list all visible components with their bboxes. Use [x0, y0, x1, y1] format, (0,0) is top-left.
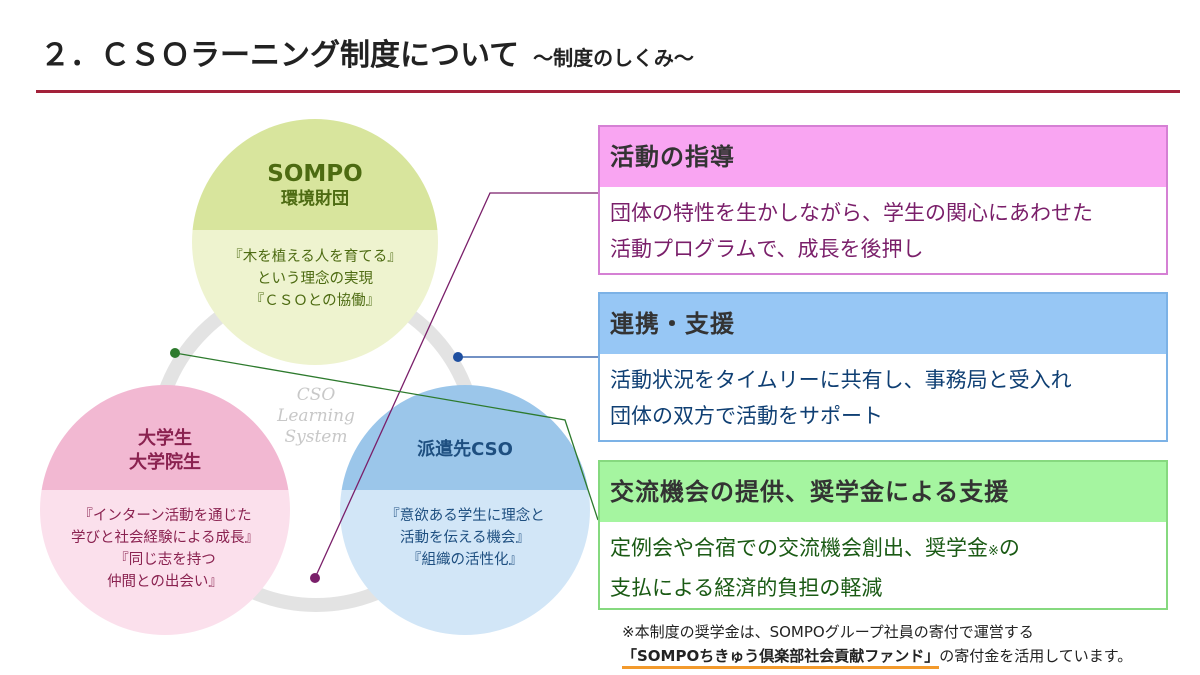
- box-guidance-body: 団体の特性を生かしながら、学生の関心にあわせた 活動プログラムで、成長を後押し: [610, 201, 1093, 261]
- box-exchange: 交流機会の提供、奨学金による支援 定例会や合宿での交流機会創出、奨学金※の 支払…: [598, 460, 1168, 610]
- connector-guidance: [314, 192, 598, 579]
- center-label: CSO Learning System: [277, 385, 355, 447]
- footnote-mark: ※: [988, 544, 999, 559]
- page-title: ２．ＣＳＯラーニング制度について ～制度のしくみ～: [40, 30, 694, 74]
- connector-guidance-dot: [310, 573, 320, 583]
- cso-description: 『意欲ある学生に理念と 活動を伝える機会』 『組織の活性化』: [385, 508, 545, 568]
- student-name: 大学生 大学院生: [129, 428, 201, 473]
- title-main: ２．ＣＳＯラーニング制度について: [40, 38, 520, 73]
- title-sub: ～制度のしくみ～: [533, 46, 694, 70]
- box-exchange-body: 定例会や合宿での交流機会創出、奨学金※の 支払による経済的負担の軽減: [610, 536, 1020, 600]
- box-support-body: 活動状況をタイムリーに共有し、事務局と受入れ 団体の双方で活動をサポート: [610, 368, 1072, 428]
- connector-exchange: [174, 352, 599, 521]
- box-exchange-heading: 交流機会の提供、奨学金による支援: [600, 462, 1166, 522]
- connector-support-dot: [453, 352, 463, 362]
- cso-name: 派遣先CSO: [417, 439, 513, 460]
- box-support-heading: 連携・支援: [600, 294, 1166, 354]
- footnote: ※本制度の奨学金は、SOMPOグループ社員の寄付で運営する 「SOMPOちきゅう…: [622, 620, 1132, 669]
- box-guidance-heading: 活動の指導: [600, 127, 1166, 187]
- sompo-name: SOMPO 環境財団: [267, 161, 363, 209]
- box-guidance: 活動の指導 団体の特性を生かしながら、学生の関心にあわせた 活動プログラムで、成…: [598, 125, 1168, 275]
- circle-sompo: [192, 119, 438, 365]
- student-description: 『インターン活動を通じた 学びと社会経験による成長』 『同じ志を持つ 仲間との出…: [70, 508, 260, 590]
- box-support: 連携・支援 活動状況をタイムリーに共有し、事務局と受入れ 団体の双方で活動をサポ…: [598, 292, 1168, 442]
- connector-exchange-dot: [170, 348, 180, 358]
- title-rule: [36, 90, 1180, 93]
- fund-name-highlight: 「SOMPOちきゅう倶楽部社会貢献ファンド」: [622, 647, 940, 669]
- sompo-description: 『木を植える人を育てる』 という理念の実現 『ＣＳＯとの協働』: [228, 249, 402, 309]
